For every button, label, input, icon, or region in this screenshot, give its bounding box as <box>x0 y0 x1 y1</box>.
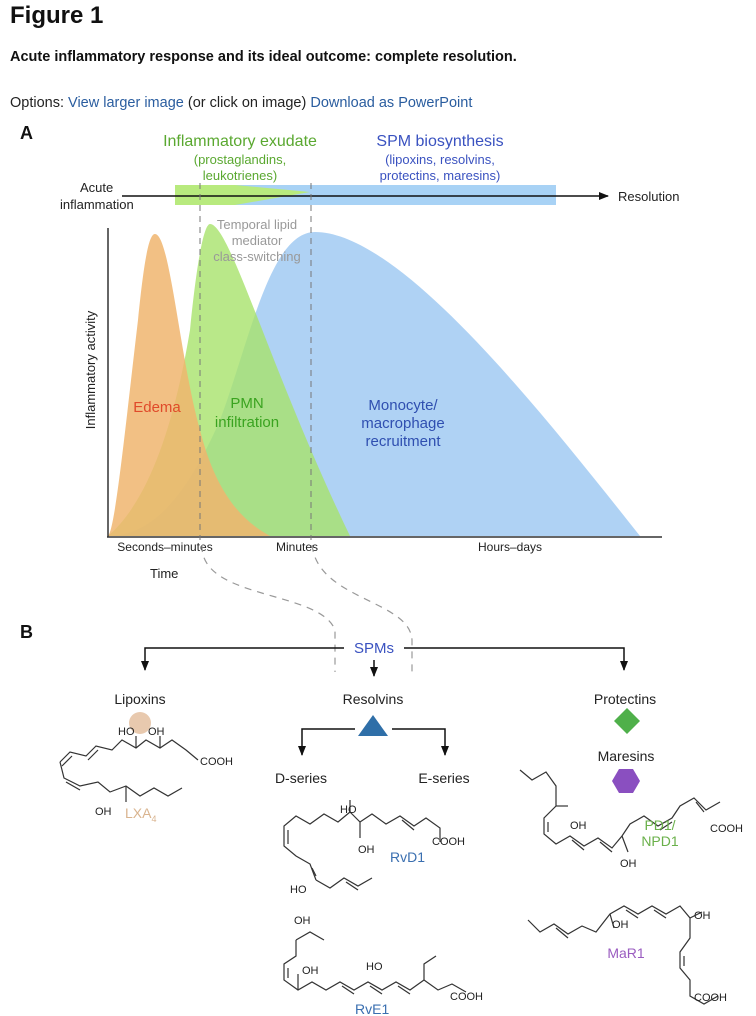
lxa4-label: LXA4 <box>125 805 156 824</box>
tick-minutes: Minutes <box>276 540 318 554</box>
rve1-cooh: COOH <box>450 991 483 1003</box>
protectins-label: Protectins <box>594 691 656 707</box>
spm-title: SPM biosynthesis <box>376 133 503 150</box>
edema-curve <box>108 234 270 536</box>
view-larger-image-link[interactable]: View larger image <box>68 95 184 111</box>
rvd1-label: RvD1 <box>390 849 425 865</box>
mar1-oh-right: OH <box>694 910 711 922</box>
lxa4-cooh: COOH <box>200 756 233 768</box>
pd1-oh-bottom: OH <box>620 858 637 870</box>
connector-right <box>311 544 413 672</box>
lxa4-ho: HO <box>118 726 135 738</box>
mono-label-line1: Monocyte/ <box>368 397 438 414</box>
lxa4-subscript: 4 <box>151 814 156 824</box>
rvd1-structure <box>283 800 441 891</box>
pd1-structure <box>519 769 721 853</box>
acute-label-line2: inflammation <box>60 197 134 212</box>
pd1-label-line1: PD1/ <box>644 817 675 833</box>
exudate-line1: (prostaglandins, <box>194 152 287 167</box>
rvd1-oh: OH <box>358 844 375 856</box>
mar1-label: MaR1 <box>607 945 645 961</box>
lipoxins-label: Lipoxins <box>114 691 165 707</box>
download-powerpoint-link[interactable]: Download as PowerPoint <box>310 95 473 111</box>
spm-line2: protectins, maresins) <box>380 168 501 183</box>
exudate-line2: leukotrienes) <box>203 168 277 183</box>
switch-line1: Temporal lipid <box>217 217 297 232</box>
figure-caption: Acute inflammatory response and its idea… <box>10 49 517 65</box>
mar1-cooh: COOH <box>694 992 727 1004</box>
mar1-oh-left: OH <box>612 919 629 931</box>
resolution-label: Resolution <box>618 189 679 204</box>
tick-seconds-minutes: Seconds–minutes <box>117 540 212 554</box>
options-line: Options: View larger image (or click on … <box>10 95 472 111</box>
pmn-label-line2: infiltration <box>215 414 279 431</box>
lxa4-oh: OH <box>148 726 165 738</box>
panel-a-label: A <box>20 123 33 143</box>
rve1-oh: OH <box>302 965 319 977</box>
tree-branch-left <box>141 647 344 671</box>
panel-b-label: B <box>20 622 33 642</box>
mono-label-line2: macrophage <box>361 415 444 432</box>
tick-hours-days: Hours–days <box>478 540 542 554</box>
figure-title: Figure 1 <box>10 2 104 29</box>
resolvin-e-branch <box>392 728 449 756</box>
resolvin-triangle-icon <box>358 715 388 736</box>
lxa4-oh-bottom: OH <box>95 806 112 818</box>
rve1-ho: HO <box>366 961 383 973</box>
pd1-oh: OH <box>570 820 587 832</box>
resolvins-label: Resolvins <box>343 691 404 707</box>
switch-line2: mediator <box>232 233 283 248</box>
rvd1-ho-bottom: HO <box>290 884 307 896</box>
mono-label-line3: recruitment <box>365 433 441 450</box>
acute-label-line1: Acute <box>80 180 113 195</box>
y-axis-label: Inflammatory activity <box>83 310 98 429</box>
spm-line1: (lipoxins, resolvins, <box>385 152 495 167</box>
maresins-label: Maresins <box>598 748 655 764</box>
lipoxin-circle-icon <box>129 712 151 734</box>
lxa4-name: LXA <box>125 805 152 821</box>
maresin-hexagon-icon <box>612 769 640 793</box>
rvd1-ho: HO <box>340 804 357 816</box>
pd1-cooh: COOH <box>710 823 743 835</box>
edema-label: Edema <box>133 399 181 416</box>
exudate-title: Inflammatory exudate <box>163 133 317 150</box>
tree-branch-right <box>404 647 628 671</box>
d-series-label: D-series <box>275 770 327 786</box>
rve1-label: RvE1 <box>355 1001 389 1016</box>
rvd1-cooh: COOH <box>432 836 465 848</box>
switch-line3: class-switching <box>213 249 300 264</box>
exudate-band <box>175 185 310 205</box>
click-hint: (or click on image) <box>187 95 307 111</box>
protectin-diamond-icon <box>614 708 640 734</box>
pmn-label-line1: PMN <box>230 395 263 412</box>
rve1-oh-top: OH <box>294 915 311 927</box>
options-label: Options: <box>10 95 64 111</box>
rve1-structure <box>283 931 467 995</box>
spms-label: SPMs <box>354 640 394 657</box>
lxa4-structure <box>59 736 199 802</box>
mar1-structure <box>527 905 719 1005</box>
connector-left <box>201 544 336 672</box>
e-series-label: E-series <box>418 770 469 786</box>
pd1-label-line2: NPD1 <box>641 833 679 849</box>
resolvin-d-branch <box>298 728 355 756</box>
x-axis-label: Time <box>150 566 178 581</box>
